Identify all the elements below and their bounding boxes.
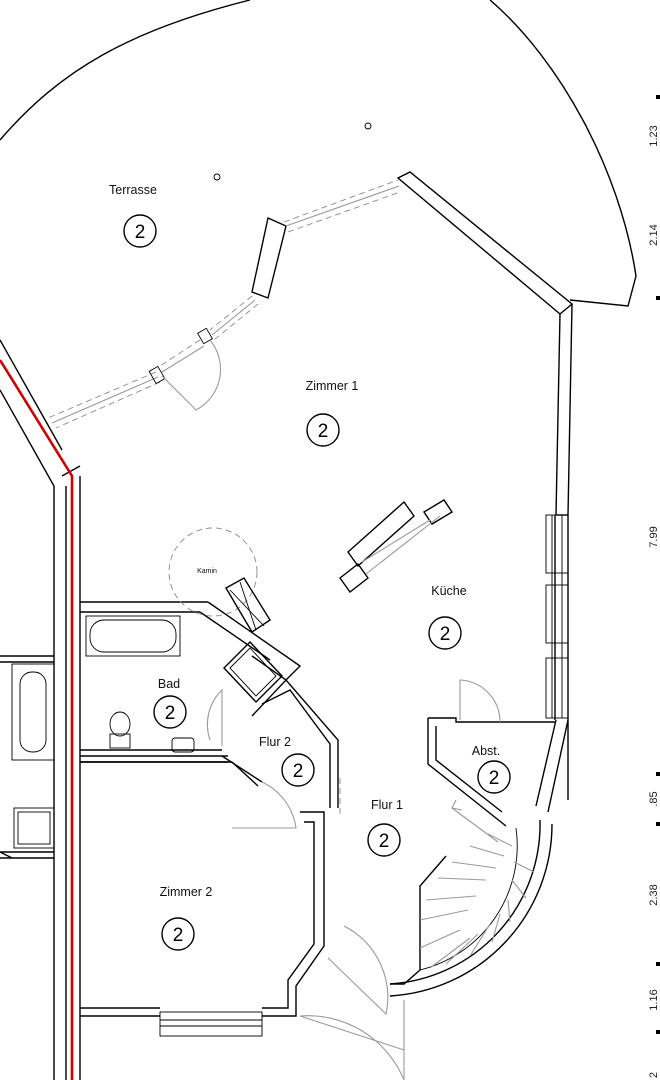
room-flur1: Flur 1 2: [367, 798, 403, 857]
flur2-walls: [221, 678, 339, 808]
terrace-post: [364, 122, 372, 130]
kitchen-counter: [339, 499, 453, 594]
dimension-label: 7.99: [648, 526, 660, 547]
terrace-outline: [0, 0, 637, 307]
room-label-zimmer2: Zimmer 2: [160, 885, 213, 899]
kamin-label: Kamin: [197, 568, 217, 575]
room-bad: Bad 2: [153, 677, 187, 729]
room-zimmer2: Zimmer 2 2: [160, 885, 213, 951]
room-number-flur1: 2: [379, 831, 390, 852]
room-badge-kueche: [428, 616, 462, 650]
room-flur2: Flur 2 2: [259, 735, 315, 787]
room-badge-zimmer2: [161, 917, 195, 951]
room-number-bad: 2: [165, 703, 176, 724]
bathroom: [80, 601, 302, 763]
glass-wall: [47, 179, 401, 429]
exterior-walls: [61, 171, 574, 1080]
room-label-kueche: Küche: [431, 584, 466, 598]
terrace-post: [213, 173, 221, 181]
room-abst: Abst. 2: [472, 744, 511, 794]
room-badge-flur2: [281, 753, 315, 787]
dimension-label: 1.23: [648, 125, 660, 146]
dimension-label: .85: [648, 791, 660, 806]
neighbour-wall: [0, 359, 74, 1080]
room-label-zimmer1: Zimmer 1: [306, 379, 359, 393]
room-terrasse: Terrasse 2: [109, 183, 157, 248]
dimension-label: 1.16: [648, 989, 660, 1010]
dimension-label: 2: [648, 1072, 660, 1078]
room-label-abst: Abst.: [472, 744, 501, 758]
shower-block: [223, 640, 283, 704]
room-badge-abst: [477, 760, 511, 794]
room-label-flur1: Flur 1: [371, 798, 403, 812]
spiral-staircase: [389, 799, 553, 997]
terrace-door-swing: [161, 339, 222, 411]
room-number-abst: 2: [489, 768, 500, 789]
room-number-terrasse: 2: [135, 222, 146, 243]
abst-walls: [427, 679, 569, 827]
room-badge-flur1: [367, 823, 401, 857]
room-badge-bad: [153, 695, 187, 729]
entrance-door: [299, 925, 405, 1080]
room-label-terrasse: Terrasse: [109, 183, 157, 197]
room-kueche: Küche 2: [428, 584, 467, 650]
dimension-label: 2.38: [648, 884, 660, 905]
room-number-kueche: 2: [440, 624, 451, 645]
room-number-zimmer1: 2: [318, 421, 329, 442]
room-zimmer1: Zimmer 1 2: [306, 379, 359, 447]
room-label-bad: Bad: [158, 677, 180, 691]
room-number-zimmer2: 2: [173, 925, 184, 946]
kamin-outline: [168, 527, 258, 617]
room-badge-zimmer1: [306, 413, 340, 447]
room-label-flur2: Flur 2: [259, 735, 291, 749]
neighbour-bath: [0, 655, 55, 859]
zimmer2-walls: [80, 761, 325, 1037]
dimension-chain: 1.23 2.14 7.99 .85 2.38 1.16 2: [648, 95, 660, 1078]
room-number-flur2: 2: [293, 761, 304, 782]
room-badge-terrasse: [123, 214, 157, 248]
dimension-label: 2.14: [648, 224, 660, 245]
kamin-box: [225, 577, 271, 633]
neighbour-wall-inner: [0, 339, 63, 1080]
